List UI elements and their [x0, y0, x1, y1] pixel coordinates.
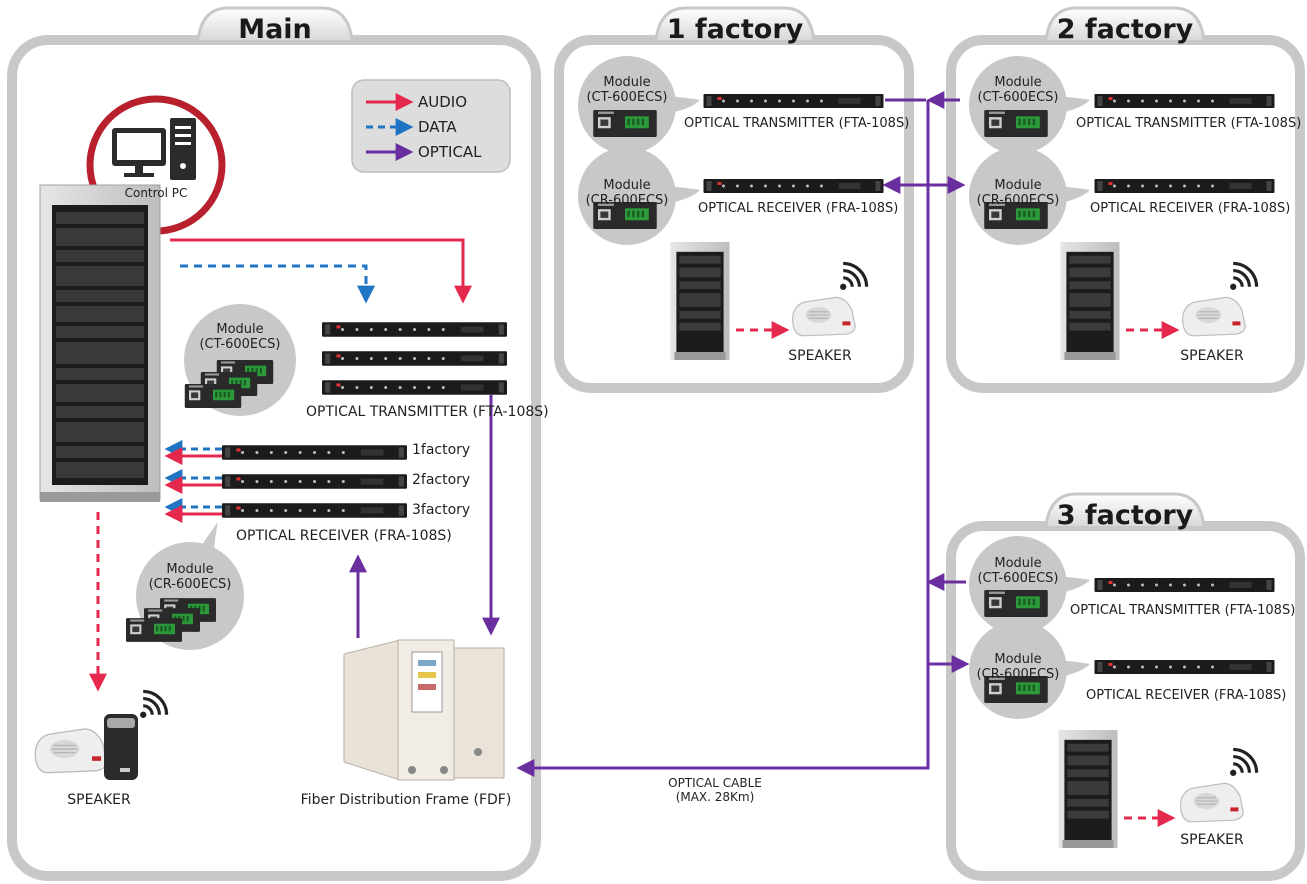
main-speaker-label: SPEAKER	[67, 792, 131, 808]
f3-receiver-label: OPTICAL RECEIVER (FRA-108S)	[1086, 688, 1287, 703]
fdf-label: Fiber Distribution Frame (FDF)	[300, 792, 512, 808]
optical-cable-line2: (MAX. 28Km)	[675, 790, 755, 804]
f2-receiver-unit	[1094, 179, 1275, 193]
fiber-frame-icon	[343, 639, 505, 781]
f1-receiver-label: OPTICAL RECEIVER (FRA-108S)	[698, 201, 899, 216]
optical-cable-label: OPTICAL CABLE (MAX. 28Km)	[660, 776, 770, 804]
f3-ct-module-label: Module (CT-600ECS)	[977, 556, 1059, 586]
main-ct-module-label: Module (CT-600ECS)	[199, 322, 281, 352]
audio-arrow-main-to-tx	[170, 238, 472, 304]
panel-title-factory3: 3 factory	[1056, 500, 1194, 531]
f3-speaker-label: SPEAKER	[1180, 832, 1244, 848]
legend-audio-label: AUDIO	[418, 93, 468, 111]
speaker-icon	[34, 728, 108, 774]
f2-transmitter-label: OPTICAL TRANSMITTER (FTA-108S)	[1076, 116, 1302, 131]
module-card-icon	[126, 618, 182, 642]
main-transmitter-label: OPTICAL TRANSMITTER (FTA-108S)	[306, 404, 549, 420]
panel-title-factory1: 1 factory	[666, 14, 804, 45]
f2-cr-module-label: Module (CR-600ECS)	[976, 178, 1060, 208]
monitor-icon	[112, 128, 166, 177]
module-card-icon	[593, 110, 657, 137]
factory1-content	[578, 56, 884, 360]
f1-cr-module-label: Module (CR-600ECS)	[585, 178, 669, 208]
f2-speaker-label: SPEAKER	[1180, 348, 1244, 364]
speaker-icon	[1181, 296, 1246, 337]
main-receiver-unit	[222, 503, 407, 518]
rack-icon	[1060, 242, 1120, 360]
column-speaker-icon	[104, 714, 138, 780]
main-receiver-unit	[222, 474, 407, 489]
module-card-icon	[984, 110, 1048, 137]
factory2-content	[969, 56, 1275, 360]
f1-speaker-label: SPEAKER	[788, 348, 852, 364]
module-card-icon	[184, 384, 242, 408]
f2-ct-module-label: Module (CT-600ECS)	[977, 75, 1059, 105]
optical-cable-line	[516, 100, 930, 777]
f3-transmitter-unit	[1094, 578, 1275, 592]
main-cr-module-label: Module (CR-600ECS)	[148, 562, 232, 592]
module-card-icon	[984, 590, 1048, 617]
speaker-icon	[791, 296, 856, 337]
f3-transmitter-label: OPTICAL TRANSMITTER (FTA-108S)	[1070, 603, 1296, 618]
factory3-content	[969, 536, 1275, 848]
panel-title-factory2: 2 factory	[1056, 14, 1194, 45]
panel-title-main: Main	[238, 14, 312, 45]
f1-transmitter-label: OPTICAL TRANSMITTER (FTA-108S)	[684, 116, 910, 131]
main-receiver-row-1: 1factory	[412, 442, 471, 458]
receiver-return-arrows	[164, 440, 222, 523]
main-receiver-row-2: 2factory	[412, 472, 471, 488]
pc-tower-icon	[170, 118, 196, 180]
f1-ct-module-label: Module (CT-600ECS)	[586, 75, 668, 105]
main-receiver-unit	[222, 445, 407, 460]
data-arrow-main-to-tx	[180, 264, 375, 304]
f3-receiver-unit	[1094, 660, 1275, 674]
f2-transmitter-unit	[1094, 94, 1275, 108]
f1-transmitter-unit	[703, 94, 884, 108]
main-ct-module-bubble	[184, 304, 296, 416]
optical-cable-line1: OPTICAL CABLE	[668, 776, 762, 790]
main-transmitter-unit	[322, 322, 507, 337]
legend-data-label: DATA	[418, 118, 457, 136]
main-rack-icon	[39, 184, 161, 502]
rack-icon	[670, 242, 730, 360]
control-pc-label: Control PC	[124, 186, 188, 200]
main-receiver-label: OPTICAL RECEIVER (FRA-108S)	[236, 528, 452, 544]
f2-receiver-label: OPTICAL RECEIVER (FRA-108S)	[1090, 201, 1291, 216]
speaker-icon	[1179, 782, 1244, 823]
main-receiver-row-3: 3factory	[412, 502, 471, 518]
main-transmitter-unit	[322, 380, 507, 395]
f1-receiver-unit	[703, 179, 884, 193]
main-transmitter-unit	[322, 351, 507, 366]
main-cr-module-bubble	[126, 522, 244, 650]
rack-icon	[1058, 730, 1118, 848]
f3-cr-module-label: Module (CR-600ECS)	[976, 652, 1060, 682]
legend-optical-label: OPTICAL	[418, 143, 482, 161]
